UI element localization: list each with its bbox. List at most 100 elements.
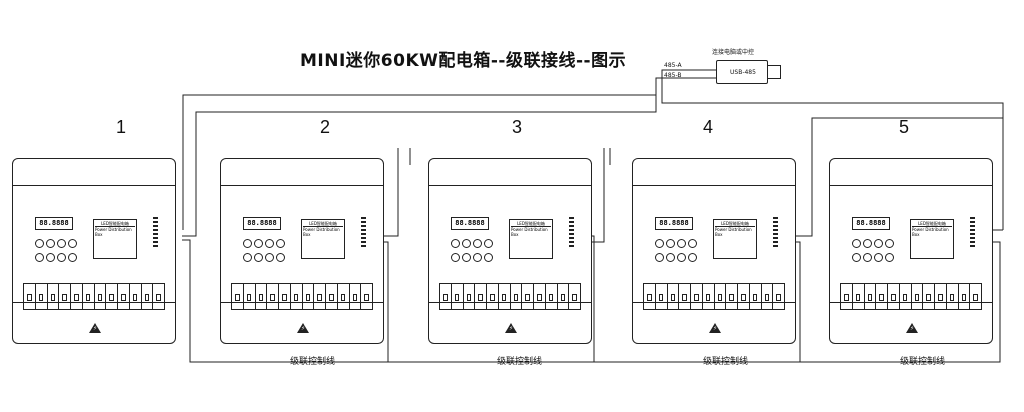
line-b-label: 485-B [664,72,682,79]
breaker-icon [244,284,256,309]
box-top-panel [830,159,992,186]
nameplate-title: LED智能配电箱 [303,221,343,227]
breaker-icon [534,284,546,309]
box-top-panel [429,159,591,186]
knob-icon [885,253,894,262]
usb-plug-icon [767,65,781,79]
breaker-row [643,283,785,310]
knob-icon [243,239,252,248]
terminal-icon [970,233,975,235]
box-top-panel [13,159,175,186]
cascade-label: 级联控制线 [497,357,543,367]
terminal-icon [153,225,158,227]
box-number: 5 [899,117,910,137]
breaker-icon [569,284,580,309]
knob-icon [655,253,664,262]
terminal-icon [773,237,778,239]
breaker-icon [106,284,118,309]
breaker-icon [232,284,244,309]
knob-icon [852,239,861,248]
lcd-display: 88.8888 [852,217,890,230]
warning-icon: ⚡ [297,323,309,333]
breaker-icon [350,284,362,309]
knob-icon [68,239,77,248]
terminal-icon [569,225,574,227]
breaker-icon [24,284,36,309]
breaker-icon [853,284,865,309]
nameplate-title: LED智能配电箱 [912,221,952,227]
breaker-icon [644,284,656,309]
nameplate-title: LED智能配电箱 [511,221,551,227]
breaker-row [439,283,581,310]
cascade-line-1 [182,239,389,363]
breaker-icon [440,284,452,309]
terminal-icon [970,237,975,239]
terminal-icon [361,245,366,247]
breaker-row [840,283,982,310]
breaker-icon [291,284,303,309]
knob-icon [473,239,482,248]
terminal-icon [773,245,778,247]
breaker-icon [546,284,558,309]
terminal-icon [569,233,574,235]
breaker-icon [256,284,268,309]
breaker-icon [876,284,888,309]
terminal-icon [773,229,778,231]
knob-icon [451,239,460,248]
knob-icon [677,239,686,248]
terminal-icon [773,217,778,219]
breaker-icon [130,284,142,309]
nameplate-subtitle: Power Distribution Box [912,227,949,237]
lcd-display: 88.8888 [35,217,73,230]
breaker-icon [912,284,924,309]
breaker-icon [773,284,784,309]
breaker-icon [970,284,981,309]
knob-icon [688,239,697,248]
breaker-icon [841,284,853,309]
terminal-icon [361,225,366,227]
breaker-icon [326,284,338,309]
warning-icon: ⚡ [89,323,101,333]
breaker-icon [691,284,703,309]
breaker-row [231,283,373,310]
breaker-icon [900,284,912,309]
terminal-icon [970,229,975,231]
terminal-icon [361,221,366,223]
usb-485-adapter: USB-485 [716,60,768,84]
lcd-display: 88.8888 [243,217,281,230]
warning-icon: ⚡ [709,323,721,333]
knob-icon [254,239,263,248]
terminal-icon [153,233,158,235]
box-number: 4 [703,117,714,137]
breaker-icon [71,284,83,309]
knob-icon [863,253,872,262]
breaker-icon [118,284,130,309]
knob-icon [46,239,55,248]
terminal-icon [153,237,158,239]
cascade-label: 级联控制线 [900,357,946,367]
breaker-icon [153,284,164,309]
breaker-icon [715,284,727,309]
nameplate-title: LED智能配电箱 [715,221,755,227]
breaker-icon [679,284,691,309]
nameplate-subtitle: Power Distribution Box [715,227,752,237]
terminal-icon [361,241,366,243]
knob-icon [677,253,686,262]
knob-icon [885,239,894,248]
breaker-icon [738,284,750,309]
terminal-icon [773,221,778,223]
terminal-icon [970,245,975,247]
warning-icon: ⚡ [906,323,918,333]
breaker-icon [750,284,762,309]
breaker-icon [865,284,877,309]
terminal-icon [569,241,574,243]
nameplate-subtitle: Power Distribution Box [303,227,340,237]
breaker-icon [558,284,570,309]
usb-device-label: USB-485 [730,69,756,76]
